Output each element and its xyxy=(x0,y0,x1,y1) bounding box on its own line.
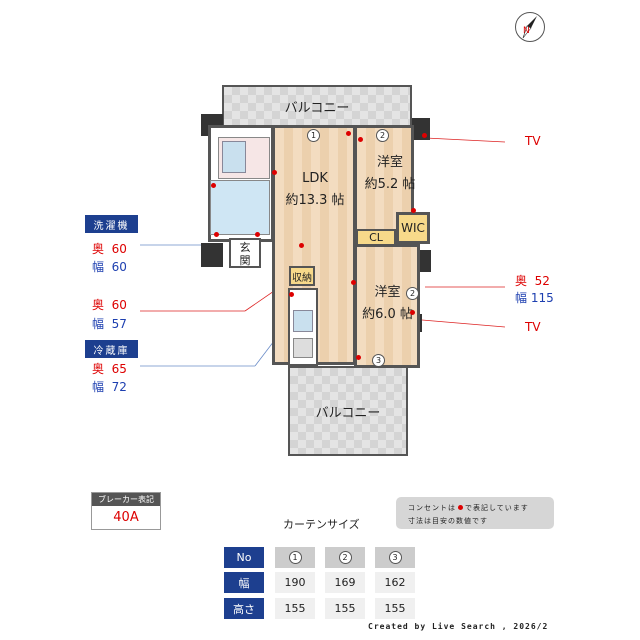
sink xyxy=(293,310,313,332)
outlet-icon xyxy=(358,137,363,142)
tv-label-2: TV xyxy=(525,320,541,334)
fridge-width: 幅 72 xyxy=(92,380,127,394)
wic: WIC xyxy=(396,212,430,244)
storage: 収納 xyxy=(289,266,315,286)
bedroom-2-name: 洋室 xyxy=(374,285,401,300)
outlet-icon xyxy=(299,243,304,248)
ldk-label: LDK 約13.3 帖 xyxy=(280,168,350,212)
curtain-no-1: 1 xyxy=(275,547,315,568)
outlet-icon xyxy=(356,355,361,360)
curtain-no-2: 2 xyxy=(325,547,365,568)
compass: N xyxy=(515,12,545,42)
ldk-size: 約13.3 帖 xyxy=(285,193,345,209)
balcony-top: バルコニー xyxy=(222,85,412,127)
outlet-icon xyxy=(422,133,427,138)
entrance-label: 玄関 xyxy=(239,241,251,267)
bedroom-1-size: 約5.2 帖 xyxy=(364,177,416,193)
outlet-icon xyxy=(272,170,277,175)
balcony-bottom: バルコニー xyxy=(288,366,408,456)
washer-width: 幅 60 xyxy=(92,260,127,274)
bedroom-2-size: 約6.0 帖 xyxy=(362,307,413,323)
washer-badge: 洗濯機 xyxy=(85,215,138,233)
tv2-leader xyxy=(421,319,506,328)
window-number-2b: 2 xyxy=(406,287,419,300)
bedroom-1-label: 洋室 約5.2 帖 xyxy=(360,152,420,196)
header-height: 高さ xyxy=(224,598,264,619)
stove xyxy=(293,338,313,358)
compass-label: N xyxy=(523,26,530,36)
washer-depth: 奥 60 xyxy=(92,242,127,256)
curtain-height-3: 155 xyxy=(375,598,415,619)
window-number-3: 3 xyxy=(372,354,385,367)
curtain-height-2: 155 xyxy=(325,598,365,619)
outlet-icon xyxy=(410,310,415,315)
entrance: 玄関 xyxy=(229,238,261,268)
curtain-width-3: 162 xyxy=(375,572,415,593)
outlet-icon xyxy=(211,183,216,188)
curtain-height-1: 155 xyxy=(275,598,315,619)
space-width: 幅 57 xyxy=(92,317,127,331)
north-arrow-icon xyxy=(522,16,537,39)
balcony-bottom-label: バルコニー xyxy=(315,405,381,421)
tv-label-1: TV xyxy=(525,134,541,148)
ldk-name: LDK xyxy=(302,171,328,186)
curtain-no-3: 3 xyxy=(375,547,415,568)
balcony-top-label: バルコニー xyxy=(284,100,350,116)
room-bedroom-2 xyxy=(354,244,420,368)
column xyxy=(412,118,430,140)
header-width: 幅 xyxy=(224,572,264,593)
closet: CL xyxy=(356,229,396,246)
bedroom-1-name: 洋室 xyxy=(376,155,403,170)
header-no: No xyxy=(224,547,264,568)
fridge-depth: 奥 65 xyxy=(92,362,127,376)
window-depth: 奥 52 xyxy=(515,274,550,288)
kitchen xyxy=(288,288,318,366)
outlet-icon xyxy=(411,208,416,213)
outlet-icon xyxy=(351,280,356,285)
curtain-width-1: 190 xyxy=(275,572,315,593)
column xyxy=(201,243,223,267)
credit: Created by Live Search , 2026/2 xyxy=(368,622,549,631)
window-number-2: 2 xyxy=(376,129,389,142)
breaker-value: 40A xyxy=(113,510,139,525)
storage-label: 収納 xyxy=(292,272,312,284)
curtain-title: カーテンサイズ xyxy=(283,518,360,531)
note-box: コンセントは で表記しています 寸法は目安の数値です xyxy=(396,497,554,529)
breaker-box: ブレーカー表記 40A xyxy=(91,492,161,530)
bedroom-2-label: 洋室 約6.0 帖 xyxy=(355,282,420,326)
curtain-width-2: 169 xyxy=(325,572,365,593)
outlet-icon xyxy=(289,292,294,297)
space-depth: 奥 60 xyxy=(92,298,127,312)
outlet-icon xyxy=(214,232,219,237)
closet-label: CL xyxy=(369,231,383,244)
outlet-icon xyxy=(255,232,260,237)
window-number-1: 1 xyxy=(307,129,320,142)
bathroom xyxy=(218,137,270,179)
wic-label: WIC xyxy=(401,221,425,235)
outlet-icon xyxy=(458,505,463,510)
note-text-2: 寸法は目安の数値です xyxy=(408,517,488,525)
note-text-1a: コンセントは xyxy=(408,504,456,512)
fridge-badge: 冷蔵庫 xyxy=(85,340,138,358)
note-text-1b: で表記しています xyxy=(465,504,529,512)
washroom xyxy=(210,180,270,235)
window-width: 幅 115 xyxy=(515,291,554,305)
outlet-icon xyxy=(346,131,351,136)
breaker-title: ブレーカー表記 xyxy=(92,493,160,506)
